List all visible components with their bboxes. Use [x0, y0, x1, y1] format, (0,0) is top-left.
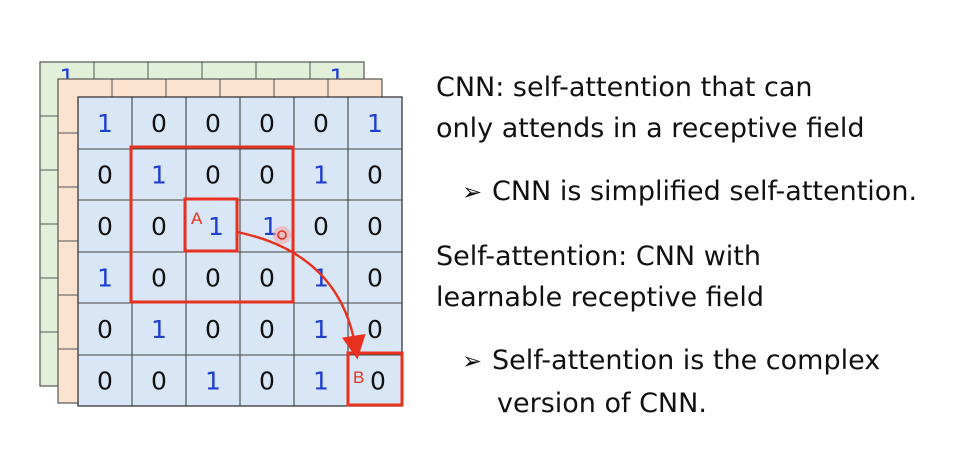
grid-cell-r5-c3: 0 — [259, 366, 275, 395]
receptive-field-box — [129, 145, 295, 304]
grid-cell-r4-c2: 0 — [205, 315, 221, 344]
cell-b-box — [346, 351, 404, 407]
grid-cell-r5-c1: 0 — [151, 366, 167, 395]
cnn-definition-line-2: only attends in a receptive field — [436, 113, 865, 144]
grid-cell-r1-c2: 0 — [205, 160, 221, 189]
bullet-cnn-simplified: ➢ CNN is simplified self-attention. — [462, 176, 917, 207]
grid-cell-r0-c5: 1 — [367, 109, 383, 138]
grid-cell-r5-c0: 0 — [97, 366, 113, 395]
grid-cell-r1-c1: 1 — [151, 160, 167, 189]
cell-a-box — [183, 197, 239, 253]
bullet-self-attention-complex-text-2: version of CNN. — [497, 388, 707, 419]
grid-cell-r1-c3: 0 — [259, 160, 275, 189]
label-b: B — [353, 368, 364, 387]
self-attention-definition-line-2: learnable receptive field — [436, 282, 765, 313]
grid-cell-r3-c3: 0 — [259, 263, 275, 292]
bullet-self-attention-complex: ➢ Self-attention is the complex — [462, 345, 880, 376]
grid-cell-r1-c4: 1 — [313, 160, 329, 189]
cursor-dot-icon — [273, 226, 291, 244]
label-a: A — [191, 209, 203, 228]
grid-cell-r4-c3: 0 — [259, 315, 275, 344]
grid-cell-r4-c1: 1 — [151, 315, 167, 344]
self-attention-definition-line-1: Self-attention: CNN with — [436, 241, 761, 272]
grid-cell-r0-c3: 0 — [259, 109, 275, 138]
grid-cell-r3-c1: 0 — [151, 263, 167, 292]
grid-cell-r3-c5: 0 — [367, 263, 383, 292]
grid-cell-r3-c0: 1 — [97, 263, 113, 292]
grid-cell-r1-c0: 0 — [97, 160, 113, 189]
grid-cell-r2-c4: 0 — [313, 212, 329, 241]
bullet-self-attention-complex-text-1: Self-attention is the complex — [492, 345, 881, 376]
bullet-cnn-simplified-text: CNN is simplified self-attention. — [492, 176, 918, 207]
grid-cell-r5-c4: 1 — [313, 366, 329, 395]
grid-cell-r2-c2: 1 — [208, 212, 224, 241]
grid-cell-r0-c2: 0 — [205, 109, 221, 138]
grid-cell-r5-c2: 1 — [205, 366, 221, 395]
grid-cell-r5-c5: 0 — [370, 366, 386, 395]
grid-cell-r2-c0: 0 — [97, 212, 113, 241]
grid-cell-r0-c4: 0 — [313, 109, 329, 138]
bullet-arrow-icon: ➢ — [462, 178, 483, 206]
grid-cell-r1-c5: 0 — [367, 160, 383, 189]
grid-cell-r4-c5: 0 — [367, 315, 383, 344]
cnn-definition-line-1: CNN: self-attention that can — [436, 72, 813, 103]
grid-cell-r2-c5: 0 — [367, 212, 383, 241]
attention-arrow — [236, 230, 366, 360]
bullet-arrow-icon: ➢ — [462, 347, 483, 375]
grid-cell-r0-c1: 0 — [151, 109, 167, 138]
grid-cell-r2-c1: 0 — [151, 212, 167, 241]
grid-cell-r0-c0: 1 — [97, 109, 113, 138]
feature-map-diagram: 1 1 1 0 — [39, 61, 404, 407]
grid-cell-r4-c0: 0 — [97, 315, 113, 344]
grid-cell-r4-c4: 1 — [313, 315, 329, 344]
grid-cell-r3-c2: 0 — [205, 263, 221, 292]
